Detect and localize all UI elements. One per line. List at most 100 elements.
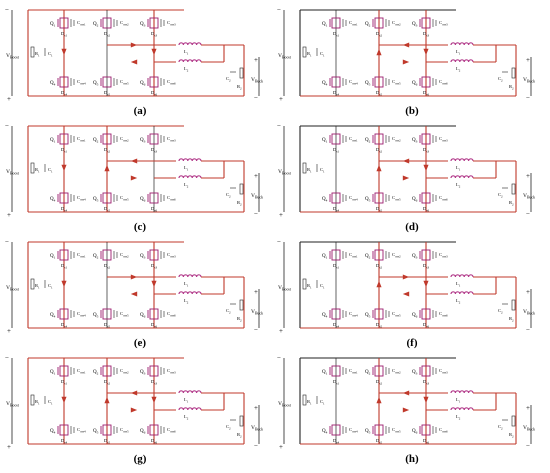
switch-body	[59, 308, 69, 320]
capacitor-label: Coss3	[439, 136, 448, 143]
l1-current-arrow	[130, 390, 138, 396]
vbuck-plus: +	[526, 56, 530, 64]
resistor-r1	[30, 162, 35, 174]
switch-label: Q5	[93, 313, 99, 319]
inductor-coil	[450, 390, 474, 394]
diode-label: Ds1	[333, 379, 339, 386]
diode-label: Ds5	[104, 438, 110, 445]
diode-label: Ds6	[151, 90, 157, 97]
c1-label: C1	[48, 167, 53, 174]
c1-label: C1	[48, 399, 53, 406]
switch-body	[59, 365, 69, 377]
c1-label: C1	[320, 283, 325, 290]
switch-label: Q3	[140, 22, 146, 28]
capacitor-label: Coss5	[392, 427, 401, 434]
inductor-coil	[178, 42, 202, 46]
capacitor-label: Coss6	[439, 311, 448, 318]
switch-label: Q5	[93, 197, 99, 203]
capacitor-label: Coss1	[77, 252, 86, 259]
capacitor-label: Coss4	[349, 195, 358, 202]
vbuck-plus: +	[526, 172, 530, 180]
l1-current-arrow	[130, 158, 138, 164]
switch-body	[374, 76, 384, 88]
resistor-r1	[30, 278, 35, 290]
diode-label: Ds3	[423, 263, 429, 270]
capacitor-label: Coss2	[120, 368, 129, 375]
r2-label: R2	[509, 316, 514, 323]
capacitor-label: Coss2	[392, 252, 401, 259]
inductor-l1	[178, 42, 202, 46]
switch-body	[59, 76, 69, 88]
terminal-plus: +	[279, 443, 283, 451]
inductor-l1	[450, 390, 474, 394]
switch-body	[421, 133, 431, 145]
switch-label: Q3	[140, 370, 146, 376]
switch-body	[149, 424, 159, 436]
vbuck-label: VBuck	[251, 309, 263, 316]
vbuck-minus: −	[254, 326, 258, 334]
diode-label: Ds4	[61, 206, 67, 213]
capacitor-label: Coss5	[392, 195, 401, 202]
resistor-r1	[302, 46, 307, 58]
l2-current-arrow	[130, 59, 138, 65]
resistor-r1	[302, 162, 307, 174]
diode-label: Ds4	[333, 206, 339, 213]
capacitor-label: Coss4	[349, 79, 358, 86]
diode-label: Ds1	[61, 263, 67, 270]
vbuck-plus: +	[526, 404, 530, 412]
switch-body	[102, 192, 112, 204]
l1-label: L1	[456, 281, 461, 288]
vbuck-minus: −	[526, 210, 530, 218]
c2-label: C2	[226, 192, 231, 199]
c2-label: C2	[226, 424, 231, 431]
switch-label: Q2	[365, 22, 371, 28]
leg-current-arrow	[376, 48, 382, 56]
capacitor-label: Coss6	[167, 79, 176, 86]
switch-body	[59, 192, 69, 204]
switch-body	[374, 133, 384, 145]
capacitor-label: Coss3	[439, 368, 448, 375]
r1-label: R1	[35, 167, 40, 174]
switch-body	[374, 308, 384, 320]
switch-label: Q4	[322, 313, 328, 319]
diode-label: Ds1	[333, 147, 339, 154]
switch-label: Q4	[50, 81, 56, 87]
vboost-label: VBoost	[278, 401, 292, 408]
leg-current-arrow	[376, 164, 382, 172]
terminal-minus: −	[277, 122, 281, 130]
capacitor-label: Coss6	[439, 195, 448, 202]
switch-label: Q5	[93, 429, 99, 435]
switch-body	[421, 76, 431, 88]
capacitor-label: Coss5	[120, 195, 129, 202]
l1-label: L1	[184, 281, 189, 288]
vbuck-label: VBuck	[523, 77, 535, 84]
c2-label: C2	[498, 424, 503, 431]
switch-body	[331, 308, 341, 320]
diode-label: Ds2	[104, 379, 110, 386]
resistor-r2	[239, 183, 244, 195]
switch-label: Q1	[322, 370, 328, 376]
switch-label: Q5	[93, 81, 99, 87]
leg-current-arrow	[423, 280, 429, 288]
r2-label: R2	[509, 200, 514, 207]
inductor-coil	[450, 407, 474, 411]
switch-label: Q1	[50, 254, 56, 260]
c1-label: C1	[48, 51, 53, 58]
capacitor-label: Coss1	[77, 136, 86, 143]
switch-body	[59, 424, 69, 436]
panel-caption: (h)	[405, 453, 419, 465]
r2-label: R2	[237, 84, 242, 91]
switch-body	[149, 249, 159, 261]
r1-label: R1	[307, 283, 312, 290]
